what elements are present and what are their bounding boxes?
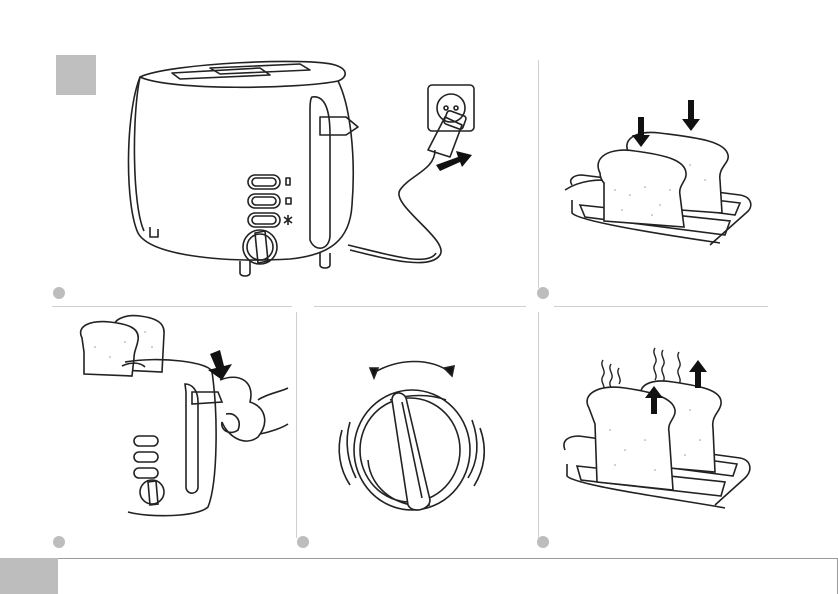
divider-vertical-bottom-right — [538, 312, 539, 538]
toaster-body — [125, 360, 216, 516]
power-cord — [350, 150, 441, 263]
bread-slice-front — [598, 150, 686, 227]
step-1-illustration — [110, 55, 490, 290]
rotate-arrow-icon — [375, 362, 450, 373]
arrow-down-icon — [208, 350, 232, 380]
step-5-marker — [537, 536, 549, 548]
arrow-up-icon — [689, 360, 707, 388]
divider-top-right — [554, 306, 768, 307]
lever — [320, 117, 358, 135]
bread-slice-front — [81, 322, 139, 376]
divider-vertical-top — [538, 60, 539, 288]
footer-tab — [0, 558, 58, 594]
step-3-marker — [53, 536, 65, 548]
browning-dial — [243, 230, 277, 264]
wall-socket — [428, 85, 474, 131]
arrow-down-icon — [682, 100, 700, 131]
divider-top-left — [52, 306, 292, 307]
step-2-marker — [537, 287, 549, 299]
step-1-marker — [53, 287, 65, 299]
toaster-body — [128, 77, 353, 260]
dial-knob — [392, 393, 430, 510]
divider-top-middle — [314, 306, 526, 307]
step-5-illustration — [555, 340, 765, 520]
section-marker — [56, 55, 96, 95]
footer-bar — [0, 558, 838, 594]
divider-vertical-bottom-left — [296, 312, 297, 538]
toast-slice-front — [587, 387, 675, 490]
step-4-marker — [297, 536, 309, 548]
step-3-illustration — [70, 312, 290, 524]
step-4-illustration — [330, 350, 500, 525]
step-2-illustration — [560, 95, 760, 255]
toaster-top — [140, 61, 345, 87]
